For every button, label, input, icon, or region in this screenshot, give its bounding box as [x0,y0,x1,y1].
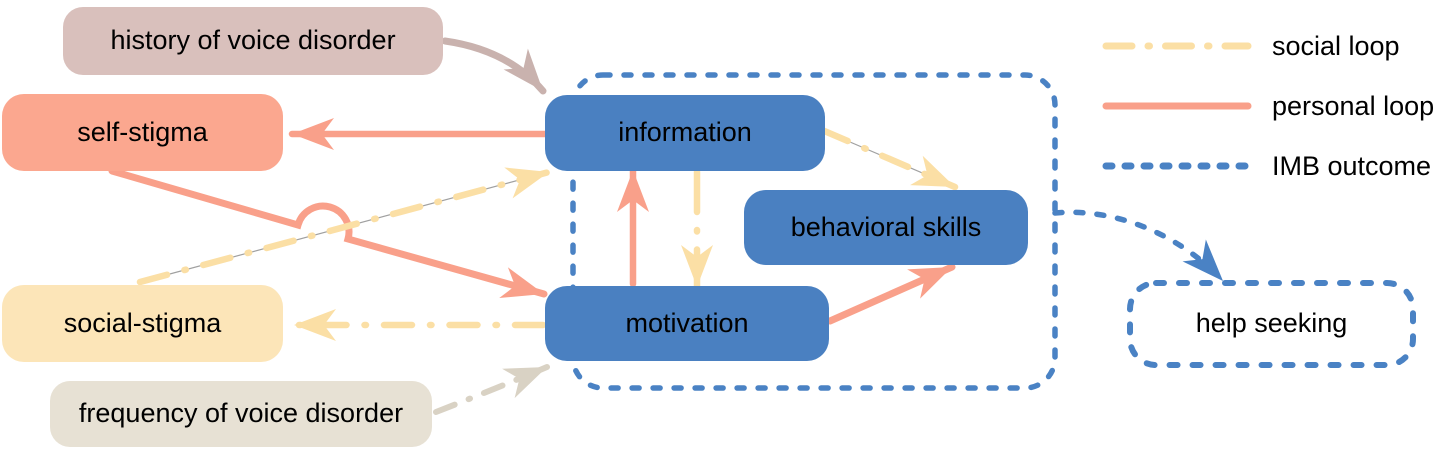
edge-history-to-information [441,37,547,95]
node-behavioral-skills: behavioral skills [744,190,1028,265]
legend-label-social-loop: social loop [1272,31,1400,61]
edge-information-to-behavioral-skills [818,126,959,191]
help-seeking-outline [1127,280,1416,368]
node-help-seeking: help seeking [1195,308,1348,339]
node-self-stigma: self-stigma [2,94,283,171]
legend-label-personal-loop: personal loop [1272,91,1435,121]
edge-motivation-to-behavioral-skills [826,263,956,325]
edge-imb-to-help-seeking [1052,209,1226,284]
node-motivation: motivation [545,286,829,361]
edge-social-stigma-to-information [136,167,553,286]
node-information: information [545,95,825,171]
imb-container-outline [570,72,1058,391]
edge-self-stigma-to-motivation [108,167,548,299]
node-social-stigma: social-stigma [2,285,283,362]
node-frequency-of-voice-disorder: frequency of voice disorder [50,381,432,447]
edge-frequency-to-motivation [433,364,550,415]
node-history-of-voice-disorder: history of voice disorder [63,7,443,75]
legend-label-imb-outcome: IMB outcome [1272,151,1432,181]
